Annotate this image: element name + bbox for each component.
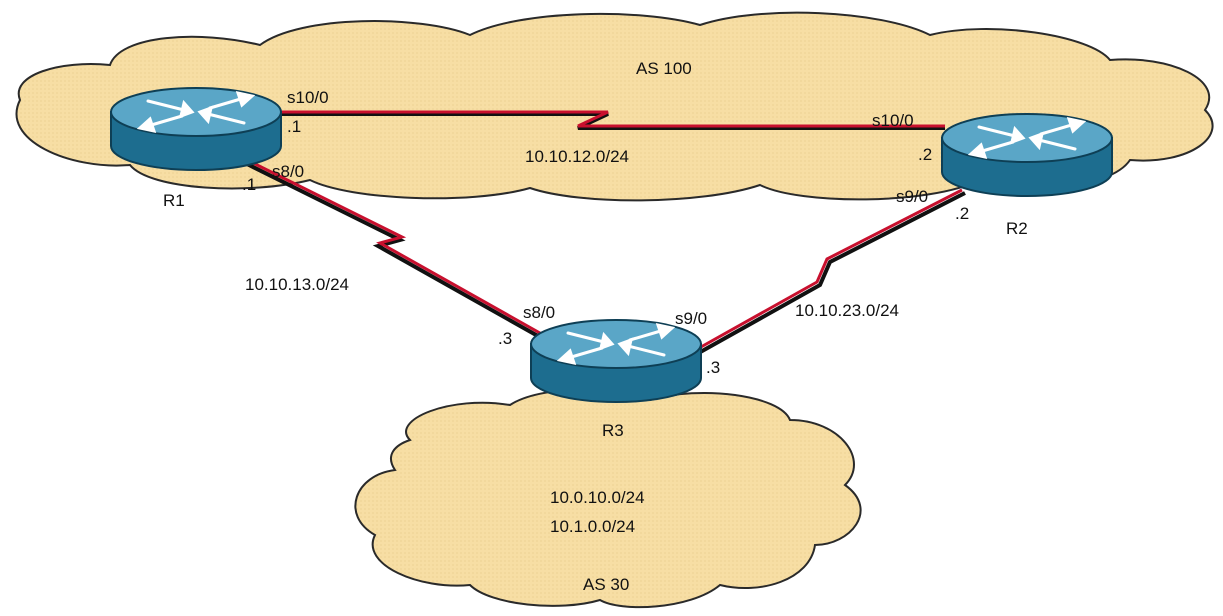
r3-s9-ip: .3 xyxy=(706,358,720,377)
r3-s8-iface: s8/0 xyxy=(523,303,555,322)
router-r2-label: R2 xyxy=(1006,219,1028,238)
r1-s10-iface: s10/0 xyxy=(287,88,329,107)
router-icon xyxy=(529,318,703,404)
router-r1-label: R1 xyxy=(163,191,185,210)
link-r2-r3 xyxy=(691,188,966,357)
as30-label: AS 30 xyxy=(583,575,629,594)
r1-s8-ip: .1 xyxy=(242,175,256,194)
stub-network-2: 10.1.0.0/24 xyxy=(550,517,635,536)
r3-s9-iface: s9/0 xyxy=(675,309,707,328)
link-r1-r3 xyxy=(244,158,548,342)
network-r2-r3: 10.10.23.0/24 xyxy=(795,301,899,320)
router-r1[interactable] xyxy=(109,86,283,172)
router-icon xyxy=(940,112,1114,198)
router-r3-label: R3 xyxy=(602,421,624,440)
network-r1-r2: 10.10.12.0/24 xyxy=(525,147,629,166)
network-r1-r3: 10.10.13.0/24 xyxy=(245,275,349,294)
router-r3[interactable] xyxy=(529,318,703,404)
router-r2[interactable] xyxy=(940,112,1114,198)
cloud-icon xyxy=(15,11,1214,202)
link-r1-r2 xyxy=(270,110,945,130)
as100-label: AS 100 xyxy=(636,59,692,78)
r2-s10-iface: s10/0 xyxy=(872,111,914,130)
r1-s10-ip: .1 xyxy=(287,117,301,136)
r2-s9-ip: .2 xyxy=(955,204,969,223)
r2-s10-ip: .2 xyxy=(918,145,932,164)
r2-s9-iface: s9/0 xyxy=(896,187,928,206)
r1-s8-iface: s8/0 xyxy=(272,162,304,181)
as100-cloud: AS 100 xyxy=(15,11,1214,202)
router-icon xyxy=(109,86,283,172)
stub-network-1: 10.0.10.0/24 xyxy=(550,488,645,507)
r3-s8-ip: .3 xyxy=(498,329,512,348)
